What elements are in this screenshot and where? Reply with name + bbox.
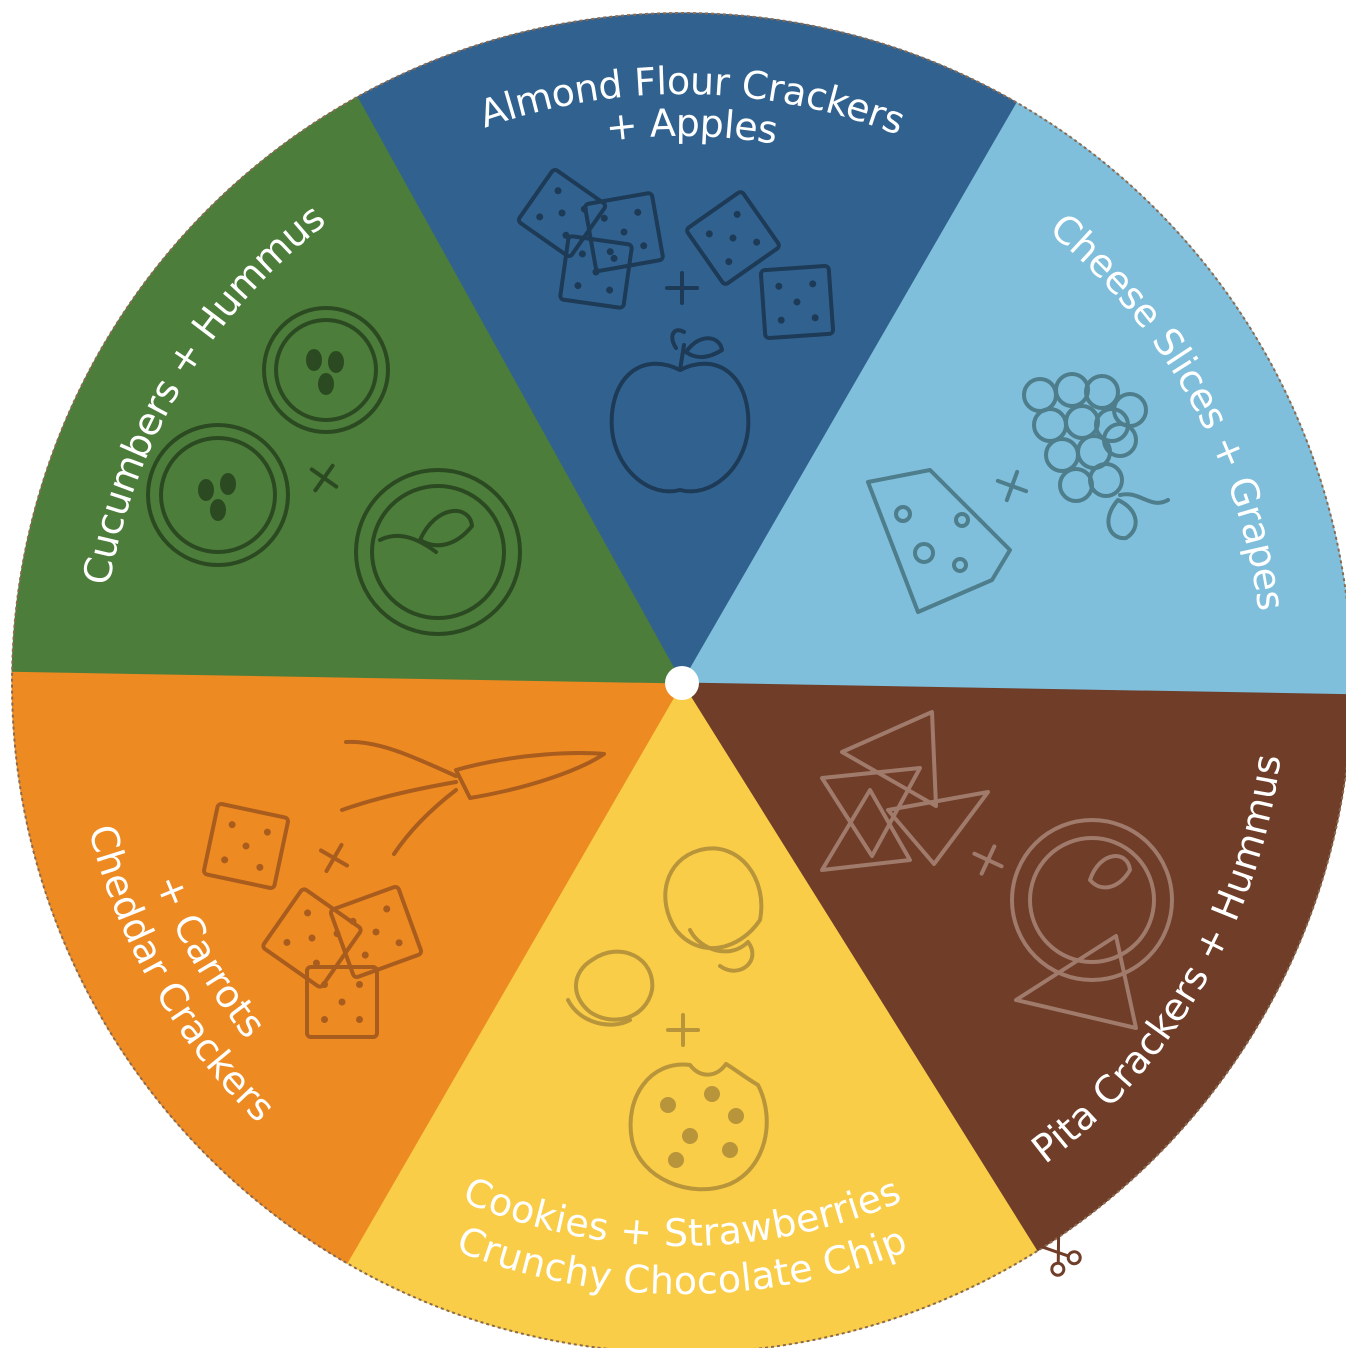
segment-label-line: + Apples <box>603 100 781 152</box>
plus-icon <box>666 1013 700 1047</box>
strawberry-icon <box>566 846 764 1027</box>
square-cracker-icon <box>202 802 290 890</box>
grapes-icon <box>1022 372 1170 541</box>
plus-icon <box>665 271 699 305</box>
hummus-bowl-icon <box>1010 818 1174 1030</box>
square-cracker-icon <box>583 191 665 273</box>
cheese-wedge-icon <box>866 468 1012 614</box>
plus-icon <box>995 469 1029 503</box>
square-cracker-icon <box>685 190 781 286</box>
carrot-icon <box>340 739 606 856</box>
apple-icon <box>609 328 751 494</box>
wheel-outline <box>11 12 1346 1348</box>
center-dot <box>665 666 699 700</box>
pita-chip-icon <box>820 710 990 872</box>
hummus-bowl-icon <box>354 468 522 636</box>
wheel-icons <box>146 168 1174 1192</box>
scissors-icon <box>1038 1231 1082 1277</box>
plus-icon <box>319 843 349 873</box>
plus-icon <box>972 844 1004 876</box>
square-cracker-icon <box>758 263 836 341</box>
cucumber-slice-icon <box>146 306 390 567</box>
square-cracker-icon <box>305 965 379 1039</box>
plus-icon <box>309 463 339 493</box>
square-cracker-icon <box>328 884 424 980</box>
cookie-icon <box>628 1062 769 1192</box>
